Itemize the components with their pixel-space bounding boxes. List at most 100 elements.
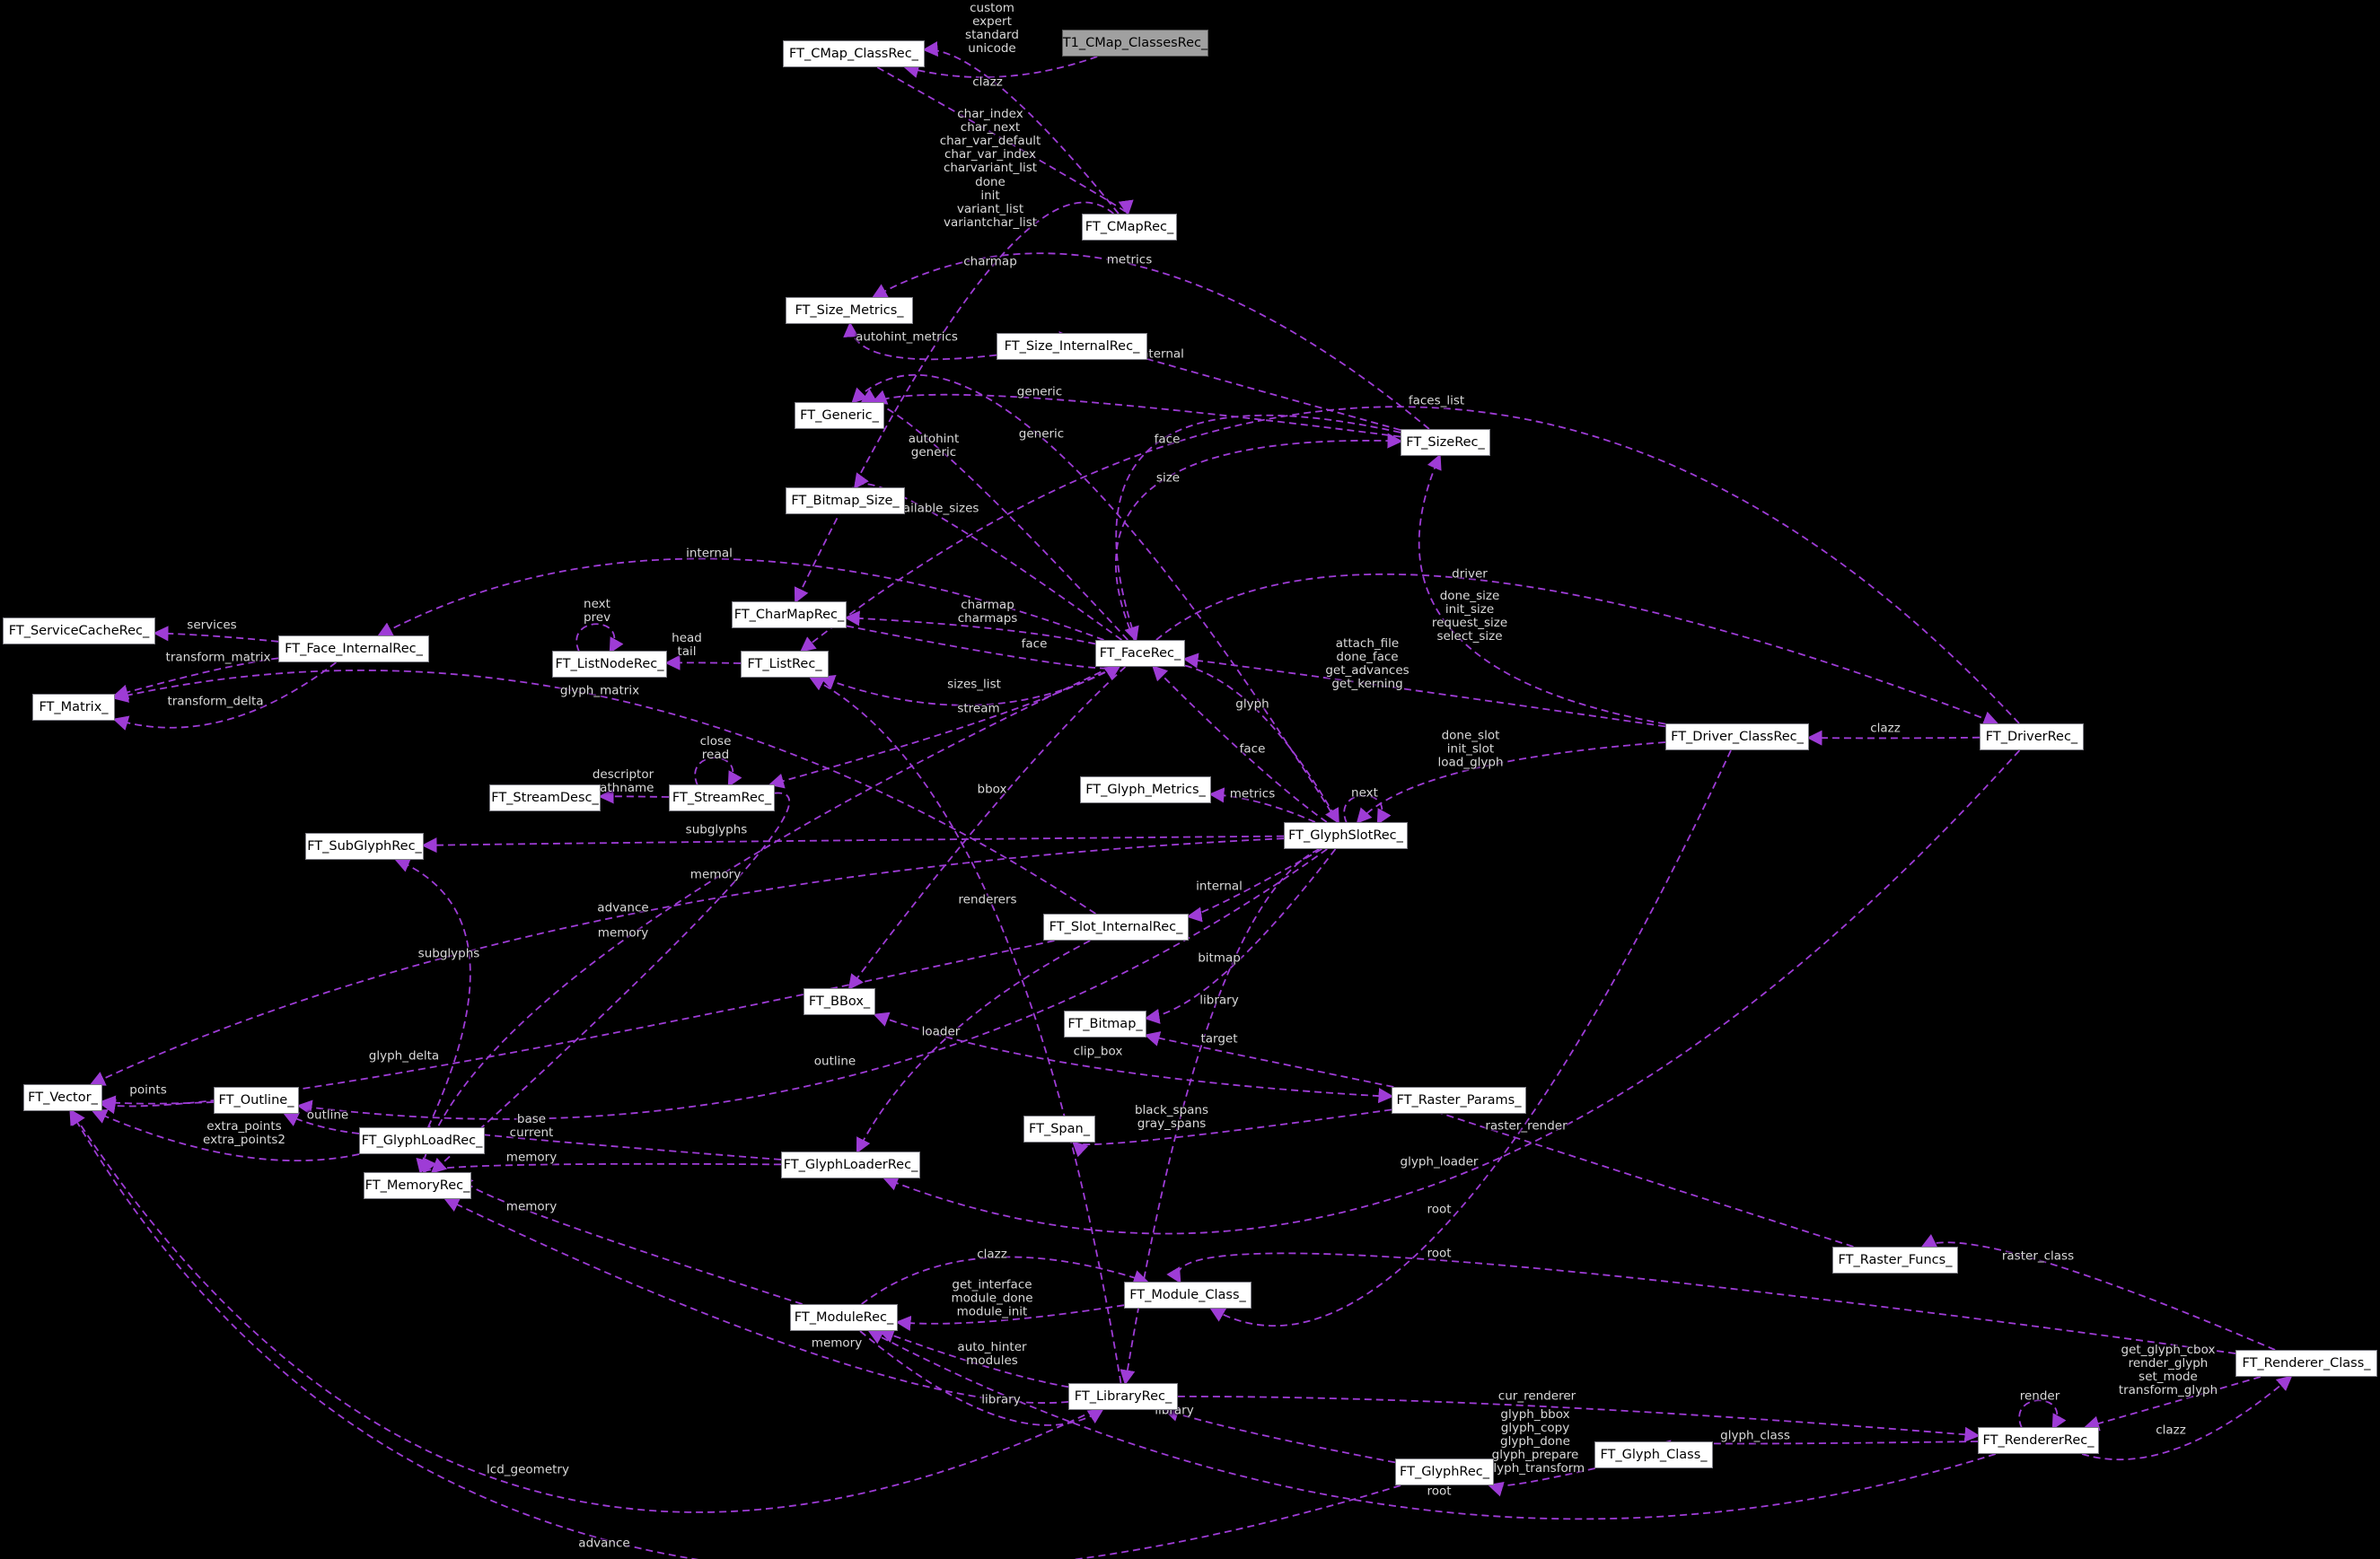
node-FT_Outline_[interactable]: FT_Outline_	[214, 1087, 299, 1114]
edge-streamrec-streamrec	[694, 757, 742, 788]
edge-rasterparams-span	[1072, 1108, 1392, 1158]
edge-facerec-memoryrec	[416, 666, 1112, 1175]
node-FT_CharMapRec_[interactable]: FT_CharMapRec_	[732, 601, 847, 628]
node-FT_Size_Metrics_[interactable]: FT_Size_Metrics_	[786, 297, 913, 324]
edge-cmaprec-cmapclass	[922, 41, 1120, 215]
edge-modulerec-libraryrec	[859, 1330, 1104, 1426]
edge-moduleclass-modulerec	[895, 1304, 1125, 1331]
node-FT_CMap_ClassRec_[interactable]: FT_CMap_ClassRec_	[783, 40, 925, 67]
edge-facerec-sizerec	[1114, 433, 1403, 641]
node-FT_RendererRec_[interactable]: FT_RendererRec_	[1978, 1427, 2099, 1454]
edge-facerec-generic	[860, 389, 1129, 641]
edge-slotinternal-glyphloader	[856, 940, 1091, 1154]
node-FT_Renderer_Class_[interactable]: FT_Renderer_Class_	[2235, 1350, 2377, 1377]
edge-rendererrec-rendererclass	[2081, 1375, 2293, 1460]
edge-facerec-streamrec	[768, 666, 1116, 789]
node-FT_Matrix_[interactable]: FT_Matrix_	[32, 694, 115, 721]
node-FT_Raster_Params_[interactable]: FT_Raster_Params_	[1392, 1087, 1526, 1114]
edge-libraryrec-listrec	[808, 676, 1122, 1384]
edge-driverclass-moduleclass	[1209, 749, 1732, 1327]
edge-rendererclass-rendererrec	[2083, 1376, 2261, 1432]
node-FT_Generic_[interactable]: FT_Generic_	[795, 402, 884, 429]
edge-glyphloader-glyphload	[417, 1125, 782, 1160]
node-FT_ListRec_[interactable]: FT_ListRec_	[741, 651, 829, 678]
node-FT_LibraryRec_[interactable]: FT_LibraryRec_	[1068, 1383, 1178, 1410]
edge-rendererclass-moduleclass	[1166, 1252, 2236, 1354]
edge-sizerec-facerec	[1115, 414, 1401, 643]
edge-faceinternal-matrix	[112, 657, 279, 700]
edge-sizerec-sizemetrics	[871, 252, 1430, 430]
node-FT_GlyphLoadRec_[interactable]: FT_GlyphLoadRec_	[359, 1127, 485, 1154]
edge-glyphslot-subglyph	[421, 835, 1285, 854]
edge-slotinternal-matrix	[112, 670, 1096, 915]
node-FT_DriverRec_[interactable]: FT_DriverRec_	[1980, 723, 2084, 750]
edge-driverrec-glyphloader	[883, 749, 2021, 1235]
edge-slotinternal-vector	[100, 940, 1055, 1115]
edge-libraryrec-rendererrec	[1177, 1395, 1980, 1442]
node-FT_GlyphSlotRec_[interactable]: FT_GlyphSlotRec_	[1284, 822, 1408, 849]
edge-modulerec-memoryrec	[457, 1174, 803, 1305]
node-FT_MemoryRec_[interactable]: FT_MemoryRec_	[364, 1172, 471, 1199]
node-FT_FaceRec_[interactable]: FT_FaceRec_	[1095, 640, 1185, 667]
node-FT_BBox_[interactable]: FT_BBox_	[804, 988, 875, 1015]
node-FT_SubGlyphRec_[interactable]: FT_SubGlyphRec_	[305, 833, 424, 860]
node-FT_SizeRec_[interactable]: FT_SizeRec_	[1401, 429, 1490, 456]
edge-facerec-bitmapsize	[853, 472, 1122, 641]
node-FT_Raster_Funcs_[interactable]: FT_Raster_Funcs_	[1832, 1247, 1958, 1274]
edge-faceinternal-matrix	[112, 661, 337, 731]
node-FT_Bitmap_Size_[interactable]: FT_Bitmap_Size_	[786, 487, 905, 514]
edge-glyphrec-libraryrec	[1163, 1406, 1396, 1464]
node-FT_Glyph_Metrics_[interactable]: FT_Glyph_Metrics_	[1080, 776, 1211, 803]
edge-glyphslot-generic	[851, 373, 1339, 823]
edge-glyphload-subglyph	[394, 857, 471, 1128]
edge-sizeinternal-sizemetrics	[843, 321, 997, 361]
node-FT_StreamDesc_[interactable]: FT_StreamDesc_	[489, 784, 601, 811]
edge-glyphload-vector	[91, 1109, 360, 1162]
node-FT_CMapRec_[interactable]: FT_CMapRec_	[1082, 214, 1177, 241]
edge-glyphclass-glyphrec	[1487, 1467, 1595, 1497]
edge-charmaprec-facerec	[846, 625, 1121, 680]
node-FT_ServiceCacheRec_[interactable]: FT_ServiceCacheRec_	[3, 617, 155, 644]
edge-driverclass-glyphslot	[1356, 741, 1666, 824]
edge-driverrec-listrec	[799, 406, 2020, 724]
node-FT_Slot_InternalRec_[interactable]: FT_Slot_InternalRec_	[1043, 914, 1189, 941]
edge-modulerec-moduleclass	[861, 1256, 1149, 1305]
node-FT_ModuleRec_[interactable]: FT_ModuleRec_	[790, 1304, 898, 1331]
edge-listnode-listnode	[575, 623, 624, 654]
edge-libraryrec-modulerec	[878, 1327, 1069, 1388]
edge-glyphslot-outline	[296, 848, 1328, 1120]
edge-glyphrec-vector	[69, 1108, 1401, 1559]
edge-rendererclass-rasterfuncs	[1920, 1233, 2276, 1351]
node-FT_Vector_[interactable]: FT_Vector_	[23, 1084, 102, 1111]
node-FT_Bitmap_[interactable]: FT_Bitmap_	[1064, 1011, 1146, 1038]
node-FT_Glyph_Class_[interactable]: FT_Glyph_Class_	[1594, 1441, 1713, 1468]
edge-glyphslot-glyphslot	[1343, 794, 1392, 826]
edge-driverclass-facerec	[1182, 653, 1666, 728]
edge-rasterfuncs-rasterparams	[1378, 1088, 1854, 1248]
edge-streamrec-streamdesc	[598, 788, 670, 804]
edge-sizerec-generic	[871, 390, 1401, 438]
edge-facerec-listrec	[819, 666, 1117, 706]
node-FT_Size_InternalRec_[interactable]: FT_Size_InternalRec_	[997, 333, 1147, 360]
node-FT_Span_[interactable]: FT_Span_	[1023, 1116, 1095, 1143]
node-FT_StreamRec_[interactable]: FT_StreamRec_	[669, 784, 775, 811]
node-FT_Module_Class_[interactable]: FT_Module_Class_	[1124, 1282, 1251, 1309]
node-FT_ListNodeRec_[interactable]: FT_ListNodeRec_	[552, 651, 667, 678]
edge-facerec-charmaprec	[844, 610, 1096, 645]
edge-libraryrec-memoryrec	[444, 1197, 1069, 1404]
edge-facerec-driverrec	[1155, 573, 1999, 726]
edge-cmapclass-cmaprec	[876, 66, 1134, 216]
edge-glyphload-outline	[282, 1112, 360, 1134]
edge-facerec-bbox	[847, 666, 1127, 991]
edge-outline-vector	[100, 1095, 215, 1111]
edge-t1cmap-cmapclass	[903, 56, 1098, 78]
edge-glyphslot-libraryrec	[1120, 848, 1320, 1386]
edge-driverrec-driverclass	[1806, 730, 1980, 746]
node-FT_Driver_ClassRec_[interactable]: FT_Driver_ClassRec_	[1665, 723, 1809, 750]
node-FT_Face_InternalRec_[interactable]: FT_Face_InternalRec_	[278, 635, 429, 662]
node-T1_CMap_ClassesRec_[interactable]: T1_CMap_ClassesRec_	[1062, 30, 1208, 57]
node-FT_GlyphLoaderRec_[interactable]: FT_GlyphLoaderRec_	[781, 1152, 920, 1178]
edge-listrec-listnode	[664, 654, 742, 670]
node-FT_GlyphRec_[interactable]: FT_GlyphRec_	[1395, 1458, 1494, 1485]
